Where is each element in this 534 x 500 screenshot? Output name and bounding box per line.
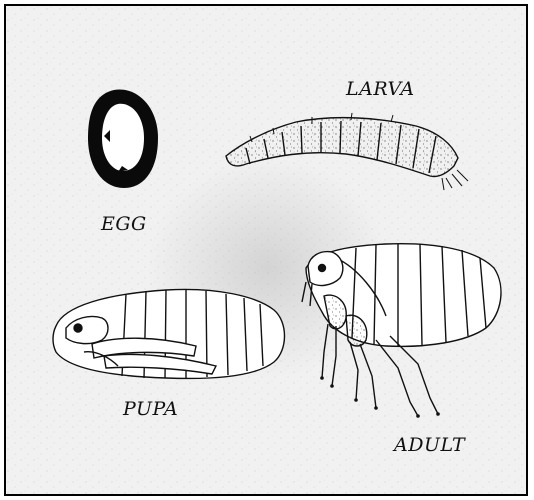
larva-label: LARVA	[346, 78, 415, 100]
illustration	[6, 6, 526, 494]
adult-label: ADULT	[394, 434, 465, 456]
pupa-label: PUPA	[123, 398, 178, 420]
flea-life-cycle-diagram: LARVA EGG PUPA ADULT	[4, 4, 528, 496]
pupa-drawing	[53, 289, 285, 378]
egg-label: EGG	[101, 213, 147, 235]
